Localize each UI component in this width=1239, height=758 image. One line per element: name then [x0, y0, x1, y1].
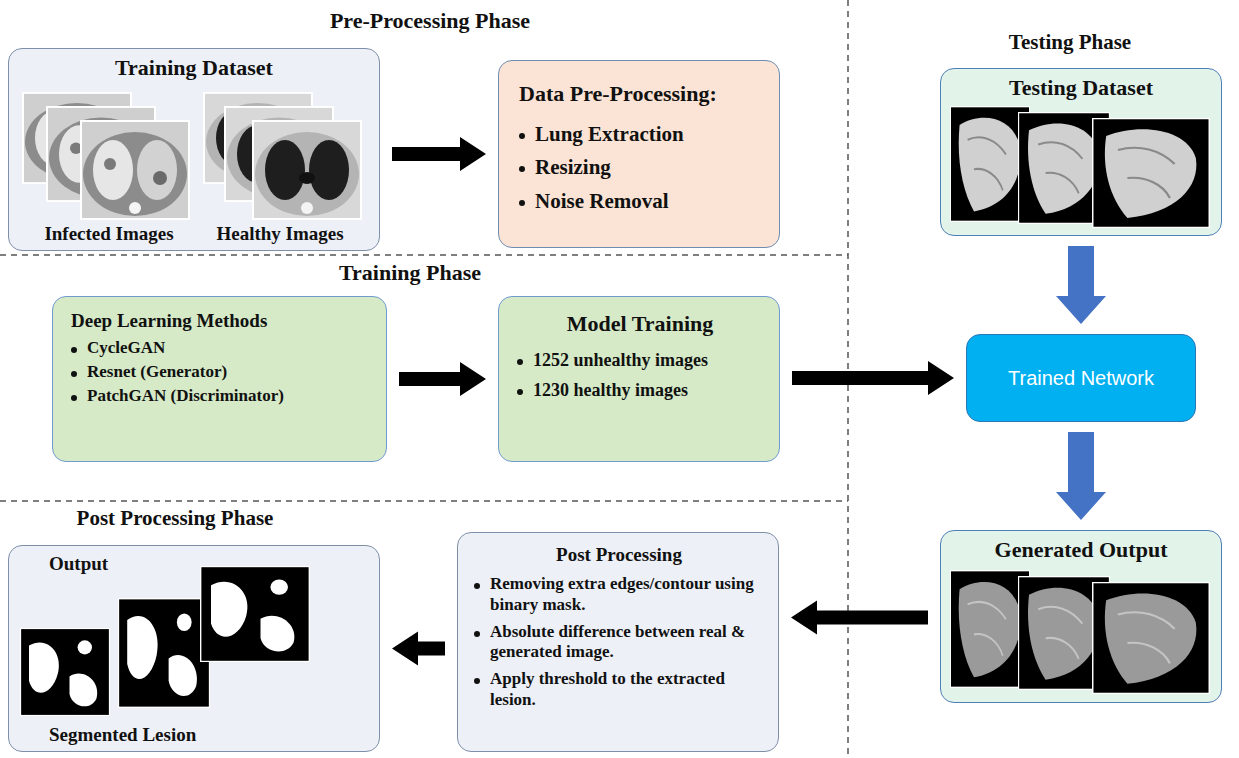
box-heading: Model Training [517, 311, 763, 338]
phase-heading: Pre-Processing Phase [230, 8, 630, 35]
bullet-item: Resnet (Generator) [71, 362, 370, 383]
image-caption: Segmented Lesion [49, 723, 196, 746]
image-caption: Infected Images [44, 222, 173, 245]
bullet-text: Resnet (Generator) [87, 362, 370, 383]
bullet-dot [71, 347, 77, 353]
caption-row: Segmented Lesion [49, 723, 365, 746]
lung-image [1018, 112, 1110, 224]
dashed-divider [0, 254, 848, 256]
bullet-dot [517, 359, 523, 365]
bullet-text: Resizing [535, 155, 761, 181]
bullet-item: Noise Removal [519, 189, 761, 215]
block-arrow [1056, 246, 1106, 324]
bullet-item: Resizing [519, 155, 761, 181]
process-box: Training DatasetInfected Images Healthy I… [8, 48, 380, 251]
block-arrow [399, 362, 486, 396]
bullet-dot [519, 133, 525, 139]
block-arrow [1056, 432, 1106, 520]
phase-heading: Post Processing Phase [0, 506, 375, 532]
lung-image [1092, 582, 1210, 694]
block-arrow [791, 601, 928, 635]
box-heading: Deep Learning Methods [71, 309, 370, 332]
box-heading: Data Pre-Processing: [519, 81, 761, 108]
ct-image [46, 106, 156, 202]
bullet-item: 1230 healthy images [517, 380, 763, 402]
bullet-dot [519, 166, 525, 172]
bullet-dot [517, 389, 523, 395]
bullet-text: PatchGAN (Discriminator) [87, 386, 370, 407]
phase-heading: Training Phase [210, 260, 610, 287]
bullet-text: Noise Removal [535, 189, 761, 215]
block-arrow [392, 137, 486, 171]
ct-image [80, 120, 190, 220]
box-heading: Training Dataset [23, 55, 365, 82]
bullet-text: Lung Extraction [535, 122, 761, 148]
process-box: Trained Network [966, 334, 1196, 422]
mask-image [20, 628, 110, 716]
process-box: Post ProcessingRemoving extra edges/cont… [457, 532, 779, 752]
caption-row: Infected Images Healthy Images [23, 222, 365, 245]
bullet-dot [474, 631, 480, 637]
ct-image [252, 120, 362, 220]
process-box: Model Training 1252 unhealthy images 1230 … [498, 296, 780, 462]
block-arrow [392, 632, 445, 666]
lung-image [1092, 118, 1210, 228]
ct-image [22, 92, 132, 184]
bullet-text: Apply threshold to the extracted lesion. [490, 669, 764, 710]
bullet-text: 1230 healthy images [533, 380, 763, 402]
box-heading: Testing Dataset [951, 75, 1211, 102]
bullet-dot [519, 200, 525, 206]
spacer [49, 575, 365, 723]
process-box: Generated Output [940, 530, 1222, 703]
dashed-divider [0, 500, 848, 502]
bullet-dot [71, 371, 77, 377]
bullet-item: Lung Extraction [519, 122, 761, 148]
process-box: Testing Dataset [940, 68, 1222, 236]
lung-image [950, 570, 1030, 688]
box-heading: Post Processing [474, 543, 764, 566]
ct-image [224, 106, 334, 202]
box-heading: Output [49, 552, 365, 575]
bullet-item: 1252 unhealthy images [517, 350, 763, 372]
mask-image [200, 566, 310, 662]
mask-image [118, 598, 210, 708]
lung-image [950, 106, 1030, 222]
bullet-item: CycleGAN [71, 338, 370, 359]
image-caption: Healthy Images [216, 222, 343, 245]
process-box: Deep Learning MethodsCycleGAN Resnet (Gen… [52, 296, 387, 462]
bullet-dot [474, 678, 480, 684]
bullet-item: Removing extra edges/contour using binar… [474, 574, 764, 615]
lung-image [1018, 576, 1110, 690]
bullet-text: Absolute difference between real & gener… [490, 622, 764, 663]
ct-image [203, 92, 313, 184]
bullet-dot [474, 583, 480, 589]
bullet-text: 1252 unhealthy images [533, 350, 763, 372]
spacer [23, 82, 365, 222]
phase-heading: Testing Phase [870, 30, 1239, 56]
bullet-text: CycleGAN [87, 338, 370, 359]
process-box: OutputSegmented Lesion [8, 545, 380, 752]
bullet-item: Apply threshold to the extracted lesion. [474, 669, 764, 710]
bullet-dot [71, 395, 77, 401]
node-title: Trained Network [1008, 366, 1154, 390]
bullet-item: Absolute difference between real & gener… [474, 622, 764, 663]
box-heading: Generated Output [951, 537, 1211, 564]
block-arrow [792, 361, 954, 395]
bullet-text: Removing extra edges/contour using binar… [490, 574, 764, 615]
bullet-item: PatchGAN (Discriminator) [71, 386, 370, 407]
process-box: Data Pre-Processing: Lung ExtractionResiz… [498, 60, 780, 248]
